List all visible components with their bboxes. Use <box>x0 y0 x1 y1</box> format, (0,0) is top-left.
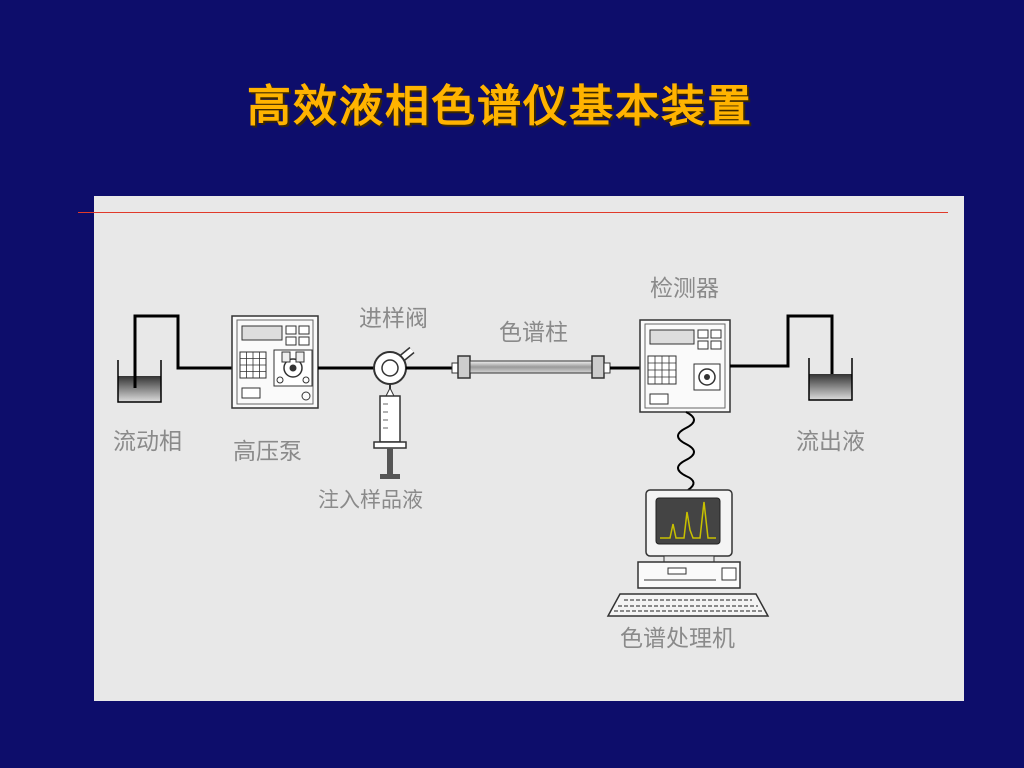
high-pressure-pump-device <box>231 315 319 409</box>
label-effluent: 流出液 <box>796 429 865 455</box>
chromatography-column <box>451 355 611 379</box>
signal-cable <box>677 411 695 491</box>
label-injection-valve: 进样阀 <box>359 306 428 332</box>
title-rule <box>78 212 948 213</box>
label-data-processor: 色谱处理机 <box>620 626 735 652</box>
label-column: 色谱柱 <box>499 320 568 346</box>
detector-device <box>639 319 731 413</box>
data-processor-computer <box>606 489 770 617</box>
chromatogram-trace <box>660 501 716 539</box>
effluent-reservoir <box>808 358 853 401</box>
label-high-pressure-pump: 高压泵 <box>233 439 302 465</box>
slide-title: 高效液相色谱仪基本装置 <box>247 81 753 132</box>
label-detector: 检测器 <box>650 276 719 302</box>
label-sample-injection: 注入样品液 <box>318 488 423 512</box>
mobile-phase-reservoir <box>117 314 232 403</box>
label-mobile-phase: 流动相 <box>113 429 182 455</box>
sample-syringe <box>373 384 407 479</box>
diagram-panel <box>94 196 964 701</box>
